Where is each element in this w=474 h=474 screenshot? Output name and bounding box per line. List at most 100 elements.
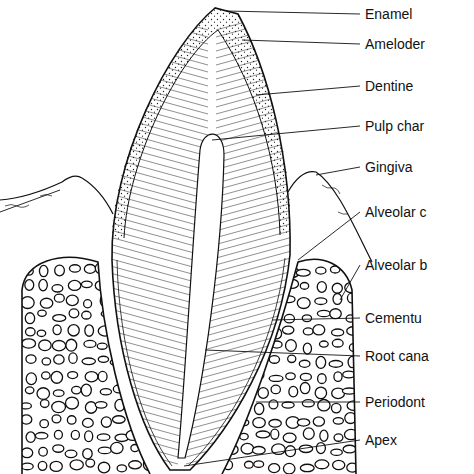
- bone-cell: [85, 431, 93, 442]
- hatch-line: [204, 235, 350, 275]
- hatch-line: [189, 389, 335, 429]
- bone-cell: [271, 429, 279, 439]
- bone-cell: [53, 325, 61, 335]
- leader-line: [205, 350, 360, 356]
- bone-cell: [300, 464, 314, 471]
- bone-cell: [95, 281, 107, 291]
- gingiva-line: [288, 172, 372, 262]
- bone-cell: [84, 300, 92, 308]
- bone-cell: [303, 428, 314, 439]
- bone-cell: [331, 403, 341, 413]
- hatch-line: [216, 74, 362, 114]
- bone-cell: [37, 388, 50, 400]
- hatch-line: [62, 88, 208, 128]
- part-label: Root cana: [365, 348, 429, 364]
- bone-cell: [316, 356, 326, 368]
- bone-cell: [97, 434, 110, 441]
- bone-cell: [269, 400, 278, 409]
- bone-cell: [52, 285, 63, 292]
- bone-cell: [98, 356, 108, 362]
- bone-cell: [40, 400, 49, 408]
- hatch-line: [38, 361, 184, 401]
- bone-cell: [333, 418, 343, 425]
- part-label: Dentine: [365, 78, 413, 94]
- bone-cell: [334, 434, 343, 441]
- hatch-line: [36, 382, 182, 422]
- leader-lines: [0, 11, 360, 466]
- hatch-line: [42, 319, 188, 359]
- bone-cell: [283, 433, 296, 442]
- bone-cell: [316, 267, 326, 274]
- hatch-line: [194, 333, 340, 373]
- hatch-line: [62, 4, 208, 44]
- bone-cell: [101, 417, 111, 427]
- part-label: Periodont: [365, 394, 425, 410]
- hatch-line: [203, 242, 349, 282]
- bone-cell: [26, 432, 35, 442]
- bone-cell: [40, 298, 52, 308]
- bone-cell: [129, 461, 142, 469]
- bone-cell: [252, 446, 265, 454]
- hatch-line: [37, 368, 183, 408]
- gingiva-texture: [5, 195, 52, 208]
- hatch-line: [199, 284, 345, 324]
- bone-cell: [54, 355, 64, 364]
- hatch-line: [32, 417, 178, 457]
- bone-cell: [25, 280, 34, 291]
- bone-cell: [256, 431, 270, 438]
- part-label: Cementu: [365, 310, 422, 326]
- bone-cell: [269, 375, 283, 381]
- bone-cell: [69, 309, 79, 318]
- bone-cell: [297, 419, 309, 426]
- bone-cell: [319, 341, 328, 347]
- bone-cell: [241, 443, 254, 454]
- bone-cell: [316, 443, 325, 454]
- hatch-line: [216, 102, 362, 142]
- hatch-line: [215, 123, 361, 163]
- bone-cell: [66, 339, 77, 351]
- bone-cell: [330, 309, 341, 319]
- bone-cell: [144, 451, 152, 457]
- leader-line: [0, 190, 60, 212]
- bone-cell: [55, 265, 65, 276]
- bone-cell: [288, 355, 296, 362]
- hatch-line: [216, 81, 362, 121]
- hatch-line: [214, 130, 360, 170]
- bone-cell: [332, 329, 344, 336]
- hatch-line: [196, 319, 342, 359]
- hatch-line: [62, 67, 208, 107]
- bone-cell: [318, 399, 330, 410]
- bone-cell: [98, 462, 109, 473]
- bone-cell: [69, 353, 77, 363]
- bone-cell: [253, 418, 266, 428]
- bone-cell: [286, 340, 297, 352]
- bone-cell: [95, 402, 107, 408]
- part-label: Alveolar c: [365, 204, 426, 220]
- bone-cell: [38, 310, 46, 316]
- bone-cell: [66, 295, 78, 305]
- bone-cell: [54, 430, 62, 439]
- hatch-line: [38, 354, 184, 394]
- bone-cell: [37, 330, 45, 336]
- bone-cell: [317, 282, 326, 293]
- hatch-line: [36, 375, 182, 415]
- bone-cell: [332, 339, 343, 347]
- hatch-line: [34, 396, 180, 436]
- bone-cell: [68, 325, 79, 336]
- bone-cell: [21, 297, 34, 309]
- bone-cell: [258, 388, 268, 399]
- part-label: Gingiva: [365, 159, 412, 175]
- hatch-line: [202, 249, 348, 289]
- bone-cell: [38, 461, 47, 470]
- bone-cell: [51, 371, 63, 383]
- hatch-line: [187, 403, 333, 443]
- hatch-line: [33, 403, 179, 443]
- bone-cell: [98, 447, 111, 454]
- bone-cell: [84, 340, 96, 347]
- hatch-line: [216, 109, 362, 149]
- hatch-line: [192, 354, 338, 394]
- bone-cell: [52, 340, 65, 350]
- bone-cell: [81, 384, 91, 396]
- bone-cell: [69, 265, 80, 272]
